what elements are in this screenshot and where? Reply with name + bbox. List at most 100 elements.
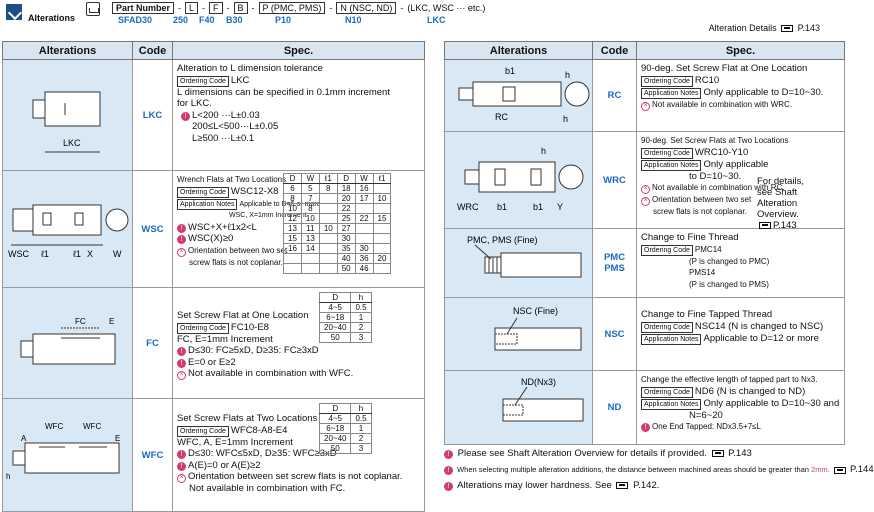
example-part: 250 bbox=[173, 15, 189, 25]
col-spec: Spec. bbox=[172, 41, 425, 60]
prohibited-icon: × bbox=[177, 371, 186, 380]
example-part: SFAD30 bbox=[118, 15, 153, 25]
fc-shaft-drawing: FC E bbox=[20, 317, 116, 365]
code-nsc[interactable]: NSC bbox=[592, 297, 637, 371]
spec-line: PMS14 bbox=[689, 268, 716, 277]
table-cell bbox=[372, 203, 392, 214]
footnote-text: When selecting multiple alteration addit… bbox=[457, 465, 809, 474]
spec-line: NSC14 (N is changed to NSC) bbox=[694, 320, 824, 332]
code-lkc[interactable]: LKC bbox=[132, 59, 173, 171]
example-part: B30 bbox=[226, 15, 243, 25]
spec-line: screw flats is not coplanar. bbox=[189, 257, 283, 267]
col-alterations: Alterations bbox=[444, 41, 593, 60]
table-cell: 50 bbox=[318, 443, 352, 454]
table-cell bbox=[318, 263, 338, 274]
e-dim-label: E bbox=[109, 317, 114, 326]
footnote-page[interactable]: P.144 bbox=[850, 464, 874, 475]
side-note[interactable]: For details, see Shaft Alteration Overvi… bbox=[757, 176, 804, 231]
table-cell: 4~5 bbox=[318, 413, 352, 424]
col-alterations: Alterations bbox=[2, 41, 133, 60]
alteration-details-ref[interactable]: Alteration Details P.143 bbox=[709, 23, 820, 33]
spec-line: PMC14 bbox=[694, 244, 722, 254]
table-header: h bbox=[350, 292, 372, 303]
code-wsc[interactable]: WSC bbox=[132, 170, 173, 288]
footnote-page[interactable]: P.142. bbox=[633, 480, 660, 491]
table-cell bbox=[372, 223, 392, 234]
spec-line: L≥500 ···L±0.1 bbox=[192, 132, 255, 144]
spec-line: Orientation between two set bbox=[188, 245, 288, 255]
table-cell: 6~18 bbox=[318, 312, 352, 323]
table-cell: 10 bbox=[318, 223, 338, 234]
footnote-page[interactable]: P.143 bbox=[728, 448, 752, 459]
table-cell: 50 bbox=[318, 332, 352, 343]
table-cell: 1 bbox=[350, 423, 372, 434]
ordering-code-tag: Ordering Code bbox=[641, 244, 693, 256]
table-cell: 4~5 bbox=[318, 302, 352, 313]
table-cell: 30 bbox=[354, 243, 374, 254]
ordering-code-tag: Ordering Code bbox=[641, 386, 693, 398]
table-cell: 36 bbox=[354, 253, 374, 264]
page-ref-icon bbox=[759, 221, 771, 229]
spec-line: N=6~20 bbox=[689, 409, 723, 421]
spec-line: One End Tapped: NDx3.5+7≤L bbox=[652, 422, 761, 431]
example-part: LKC bbox=[427, 15, 446, 25]
spec-rc: 90-deg. Set Screw Flat at One Location O… bbox=[636, 59, 845, 132]
spec-line: WSC12-X8 bbox=[230, 185, 279, 197]
code-fc[interactable]: FC bbox=[132, 287, 173, 399]
wsc-diagram: WSC ℓ1 ℓ1 X W bbox=[2, 170, 133, 288]
side-note-line: Overview. bbox=[757, 209, 799, 220]
table-cell: 3 bbox=[350, 332, 372, 343]
spec-wsc: Wrench Flats at Two Locations Ordering C… bbox=[172, 170, 425, 288]
table-cell: 13 bbox=[300, 233, 320, 244]
spec-line: Orientation between two set bbox=[652, 195, 752, 204]
table-cell bbox=[318, 253, 338, 264]
spec-line: WFC, A, E=1mm Increment bbox=[177, 436, 293, 448]
footnote: ! Please see Shaft Alteration Overview f… bbox=[444, 446, 874, 462]
example-part: F40 bbox=[199, 15, 215, 25]
table-cell: 22 bbox=[336, 203, 356, 214]
spec-line: WSC(X)≥0 bbox=[188, 233, 234, 244]
table-cell bbox=[354, 233, 374, 244]
application-notes-tag: Application Notes bbox=[641, 398, 702, 410]
part-n: N (NSC, ND) bbox=[336, 2, 397, 14]
wrc-dim-label: WRC bbox=[457, 202, 479, 212]
application-notes-tag: Application Notes bbox=[641, 159, 702, 171]
alteration-details-page: P.143 bbox=[797, 23, 820, 33]
table-cell bbox=[372, 263, 392, 274]
code-pmc-pms[interactable]: PMC PMS bbox=[592, 228, 637, 298]
table-cell: 22 bbox=[354, 213, 374, 224]
left-alterations-table: Alterations Code Spec. LKC LKC Alteratio… bbox=[2, 41, 425, 512]
table-cell: 0.5 bbox=[350, 413, 372, 424]
spec-line: Change to Fine Thread bbox=[641, 232, 739, 243]
code-rc[interactable]: RC bbox=[592, 59, 637, 132]
table-cell: 5 bbox=[300, 183, 320, 194]
spec-line: FC10-E8 bbox=[230, 321, 269, 333]
b1-dim-label: b1 bbox=[533, 202, 543, 212]
part-f: F bbox=[209, 2, 223, 14]
table-cell: 14 bbox=[300, 243, 320, 254]
table-cell: 2 bbox=[350, 433, 372, 444]
y-dim-label: Y bbox=[557, 202, 563, 212]
page-title: Alterations bbox=[28, 13, 76, 23]
footnote: ! When selecting multiple alteration add… bbox=[444, 462, 874, 478]
spec-line: for LKC. bbox=[177, 98, 212, 109]
table-cell bbox=[300, 253, 320, 264]
table-cell: 8 bbox=[318, 183, 338, 194]
rc-diagram: b1 h RC h bbox=[444, 59, 593, 132]
spec-line: (P is changed to PMS) bbox=[689, 279, 769, 289]
spec-line: Not available in combination with FC. bbox=[189, 483, 346, 494]
code-nd[interactable]: ND bbox=[592, 370, 637, 445]
nd-dim-label: ND(Nx3) bbox=[521, 377, 556, 387]
wrc-diagram: h WRC b1 b1 Y bbox=[444, 131, 593, 229]
application-notes-tag: Application Notes bbox=[641, 87, 702, 99]
table-cell: 11 bbox=[300, 223, 320, 234]
spec-lkc: Alteration to L dimension tolerance Orde… bbox=[172, 59, 425, 171]
prohibited-icon: × bbox=[177, 247, 186, 257]
spec-line: Not available in combination with WFC. bbox=[188, 368, 354, 379]
table-cell bbox=[283, 263, 302, 274]
spec-line: ND6 (N is changed to ND) bbox=[694, 385, 806, 397]
code-wfc[interactable]: WFC bbox=[132, 398, 173, 512]
note-icon: ! bbox=[177, 358, 186, 368]
code-wrc[interactable]: WRC bbox=[592, 131, 637, 229]
table-cell: 13 bbox=[283, 223, 302, 234]
